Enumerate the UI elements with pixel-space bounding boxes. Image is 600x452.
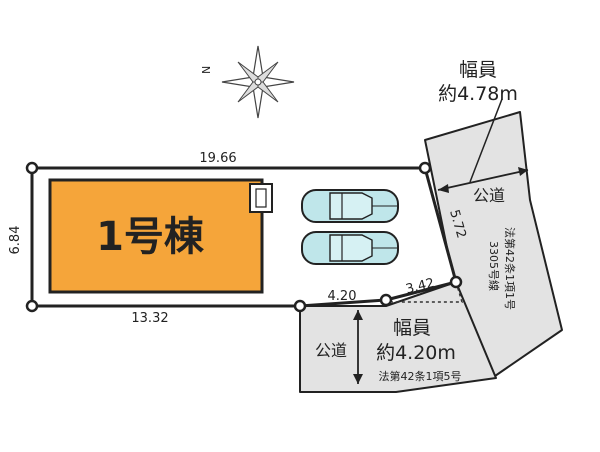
car-icon [301,189,399,223]
road-south-width-value: 約4.20m [376,342,456,364]
road-south-legal: 法第42条1項5号 [379,369,462,383]
dim-bottom-middle: 4.20 [328,289,357,304]
building-porch-step [255,188,267,208]
road-east-width-title: 幅員 [459,59,497,81]
road-east-type-label: 公道 [473,186,505,205]
lot-corner [293,299,307,313]
building-1: 1号棟 [48,178,273,294]
compass-north-label: N [200,66,213,74]
lot-corner [418,161,432,175]
dim-bottom-left: 13.32 [131,311,168,326]
road-east-width-arrow [437,98,529,193]
compass-rose-icon: N [200,45,295,119]
road-east-legal-line-1: 法第42条1項1号 [503,227,517,310]
dim-diagonal-short: 3.42 [404,276,436,298]
car-icon [301,231,399,265]
road-south-width-arrow [353,310,363,384]
lot-corner [25,161,39,175]
road-east-legal-line-2: 3305号線 [487,241,501,291]
lot-corner [379,293,393,307]
road-east-width-value: 約4.78m [438,83,518,105]
building-label: 1号棟 [96,214,205,260]
dim-top: 19.66 [199,151,236,166]
dim-left: 6.84 [8,226,23,255]
lot-corner [25,299,39,313]
lot-corner [449,275,463,289]
road-south-type-label: 公道 [315,341,347,360]
road-south-width-title: 幅員 [393,317,431,339]
